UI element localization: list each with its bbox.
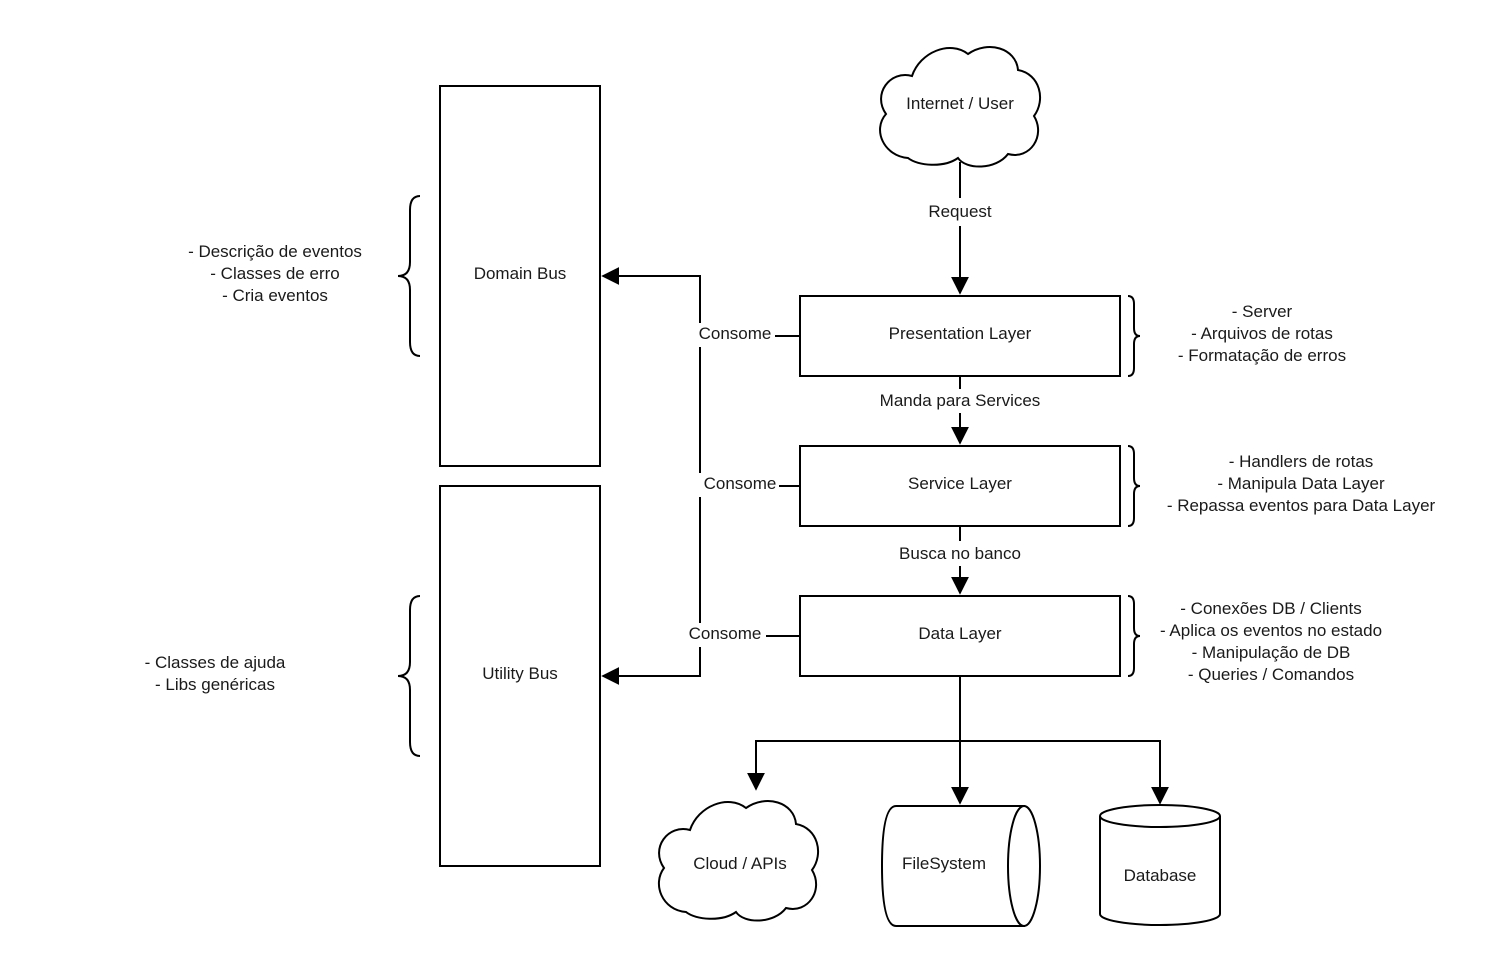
filesystem-label: FileSystem xyxy=(902,854,986,873)
note-presentation-1: - Server xyxy=(1232,302,1293,321)
service-layer-label: Service Layer xyxy=(908,474,1012,493)
note-utility-1: - Classes de ajuda xyxy=(145,653,286,672)
brace-utility xyxy=(397,595,421,757)
edge-label-consome-service: Consome xyxy=(704,474,777,493)
brace-data xyxy=(1127,595,1141,677)
brace-domain xyxy=(397,195,421,357)
note-domain-2: - Classes de erro xyxy=(210,264,339,283)
service-layer-box xyxy=(799,445,1121,527)
note-service-1: - Handlers de rotas xyxy=(1229,452,1374,471)
utility-bus-label: Utility Bus xyxy=(482,664,558,683)
note-presentation-3: - Formatação de erros xyxy=(1178,346,1346,365)
edge-label-request: Request xyxy=(928,202,992,221)
database-shape xyxy=(1099,816,1221,926)
edge-data-database xyxy=(960,740,1169,805)
note-presentation-2: - Arquivos de rotas xyxy=(1191,324,1333,343)
filesystem-shape xyxy=(880,805,1025,927)
note-data-4: - Queries / Comandos xyxy=(1188,665,1354,684)
cloud-apis-shape xyxy=(658,800,820,922)
note-data-1: - Conexões DB / Clients xyxy=(1180,599,1361,618)
note-data-3: - Manipulação de DB xyxy=(1192,643,1351,662)
brace-service xyxy=(1127,445,1141,527)
cloud-apis-label: Cloud / APIs xyxy=(693,854,787,873)
edge-label-consome-presentation: Consome xyxy=(699,324,772,343)
internet-label: Internet / User xyxy=(906,94,1014,113)
note-domain-3: - Cria eventos xyxy=(222,286,328,305)
data-layer-label: Data Layer xyxy=(918,624,1001,643)
brace-presentation xyxy=(1127,295,1141,377)
note-data-2: - Aplica os eventos no estado xyxy=(1160,621,1382,640)
edge-to-utility-bus xyxy=(601,647,701,685)
edge-label-manda: Manda para Services xyxy=(880,391,1041,410)
edge-label-consome-data: Consome xyxy=(689,624,762,643)
filesystem-cap xyxy=(1007,805,1041,927)
database-top xyxy=(1099,804,1221,828)
utility-bus-box xyxy=(439,485,601,867)
note-service-3: - Repassa eventos para Data Layer xyxy=(1167,496,1436,515)
edge-data-cloud xyxy=(747,740,960,791)
note-service-2: - Manipula Data Layer xyxy=(1217,474,1385,493)
note-utility-2: - Libs genéricas xyxy=(155,675,275,694)
data-layer-box xyxy=(799,595,1121,677)
domain-bus-label: Domain Bus xyxy=(474,264,567,283)
internet-cloud-shape xyxy=(879,46,1042,168)
note-domain-1: - Descrição de eventos xyxy=(188,242,362,261)
presentation-layer-label: Presentation Layer xyxy=(889,324,1032,343)
domain-bus-box xyxy=(439,85,601,467)
edge-label-busca: Busca no banco xyxy=(899,544,1021,563)
presentation-layer-box xyxy=(799,295,1121,377)
edge-to-domain-bus xyxy=(601,267,701,323)
database-label: Database xyxy=(1124,866,1197,885)
